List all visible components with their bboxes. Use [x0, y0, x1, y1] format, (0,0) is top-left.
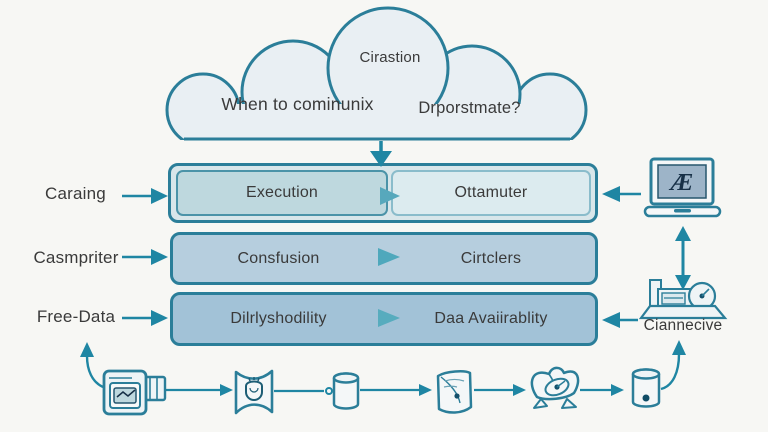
row1-left-label: Execution: [245, 184, 319, 201]
row2-right-label: Cirtclers: [460, 249, 522, 267]
database-icon: [332, 372, 360, 410]
scanner-device-icon: [638, 279, 728, 320]
left-label-casmpriter: Casmpriter: [33, 248, 119, 267]
laptop-screen-logo: Æ: [669, 170, 694, 196]
camera-icon: [102, 369, 167, 416]
laptop-icon: Æ: [643, 157, 722, 218]
caraing-arrow: [122, 188, 168, 204]
device-label: Ciannecive: [643, 317, 723, 334]
cloud-right-text: Drporstmate?: [418, 98, 521, 117]
left-label-freedata: Free-Data: [36, 307, 116, 326]
row1-right-box: [391, 170, 591, 216]
satellite-dish-icon: [530, 366, 580, 409]
cloud-shape: [165, 6, 588, 140]
cloud-top-text: Cirastion: [359, 48, 421, 66]
row3-left-label: Dilrlyshodility: [230, 310, 327, 327]
row1-right-arrow: [602, 186, 641, 202]
row2-left-label: Consfusion: [237, 249, 320, 267]
storage-cylinder-icon: [631, 368, 661, 408]
laptop-device-arrow: [675, 226, 691, 290]
row1-right-label: Ottamuter: [454, 184, 528, 201]
cloud-left-text: When to cominunix: [221, 93, 374, 114]
row1-left-box: [176, 170, 388, 216]
camera-to-freedata-arrow: [80, 342, 104, 389]
row3-right-label: Daa Avaiirablity: [434, 310, 548, 327]
document-icon: [436, 370, 473, 414]
left-label-caraing: Caraing: [45, 184, 106, 203]
bottom-flow-connectors: [164, 340, 686, 396]
spool-filter-icon: [234, 369, 274, 415]
